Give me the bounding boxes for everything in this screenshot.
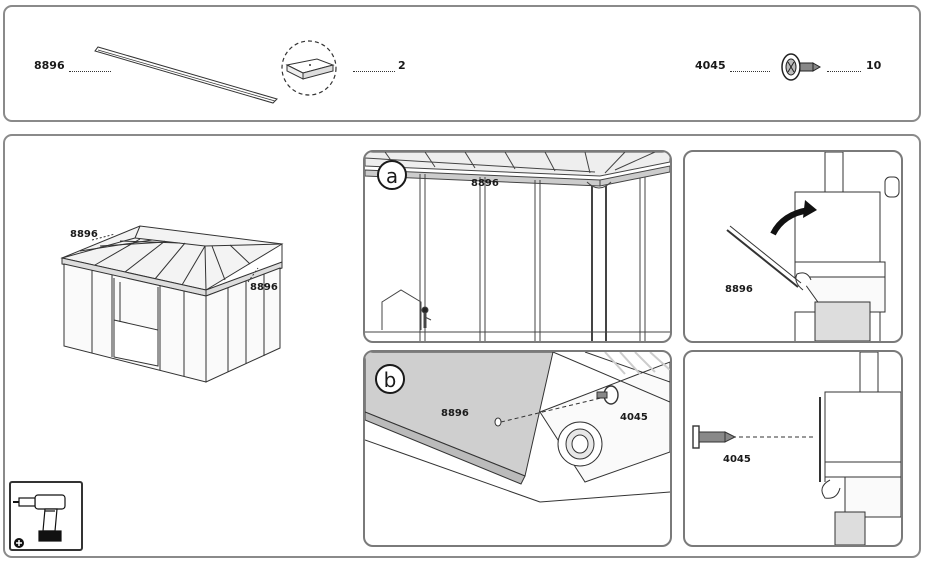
tool-box — [9, 481, 83, 551]
detail-c-label: 8896 — [725, 284, 753, 295]
detail-c-illustration — [726, 152, 900, 341]
parts-list-panel: 8896 2 4045 10 — [3, 5, 921, 122]
step-b-strip-label: 8896 — [441, 408, 469, 419]
screw-code-label: 4045 — [695, 59, 726, 72]
step-a-label: 8896 — [471, 178, 499, 189]
detail-d-illustration — [692, 352, 901, 545]
strip-detail-icon — [281, 40, 337, 96]
step-b-badge: b — [375, 364, 405, 394]
step-b-illustration — [365, 352, 670, 503]
screw-part-icon — [781, 53, 822, 81]
strip-part-icon — [94, 46, 278, 104]
screw-qty-label: 10 — [866, 59, 882, 72]
overview-label-side: 8896 — [250, 282, 278, 293]
step-a-badge: a — [377, 160, 407, 190]
step-a-illustration — [365, 152, 670, 341]
detail-d-label: 4045 — [723, 454, 751, 465]
strip-code-label: 8896 — [34, 59, 65, 72]
parts-illustrations — [94, 40, 822, 104]
overview-label-top: 8896 — [70, 229, 98, 240]
detail-d-panel: 4045 — [683, 350, 903, 547]
step-a-panel: a 8896 — [363, 150, 672, 343]
strip-qty-label: 2 — [398, 59, 406, 72]
drill-icon — [13, 494, 66, 548]
step-b-screw-label: 4045 — [620, 412, 648, 423]
detail-c-panel: 8896 — [683, 150, 903, 343]
step-b-panel: b 8896 4045 — [363, 350, 672, 547]
